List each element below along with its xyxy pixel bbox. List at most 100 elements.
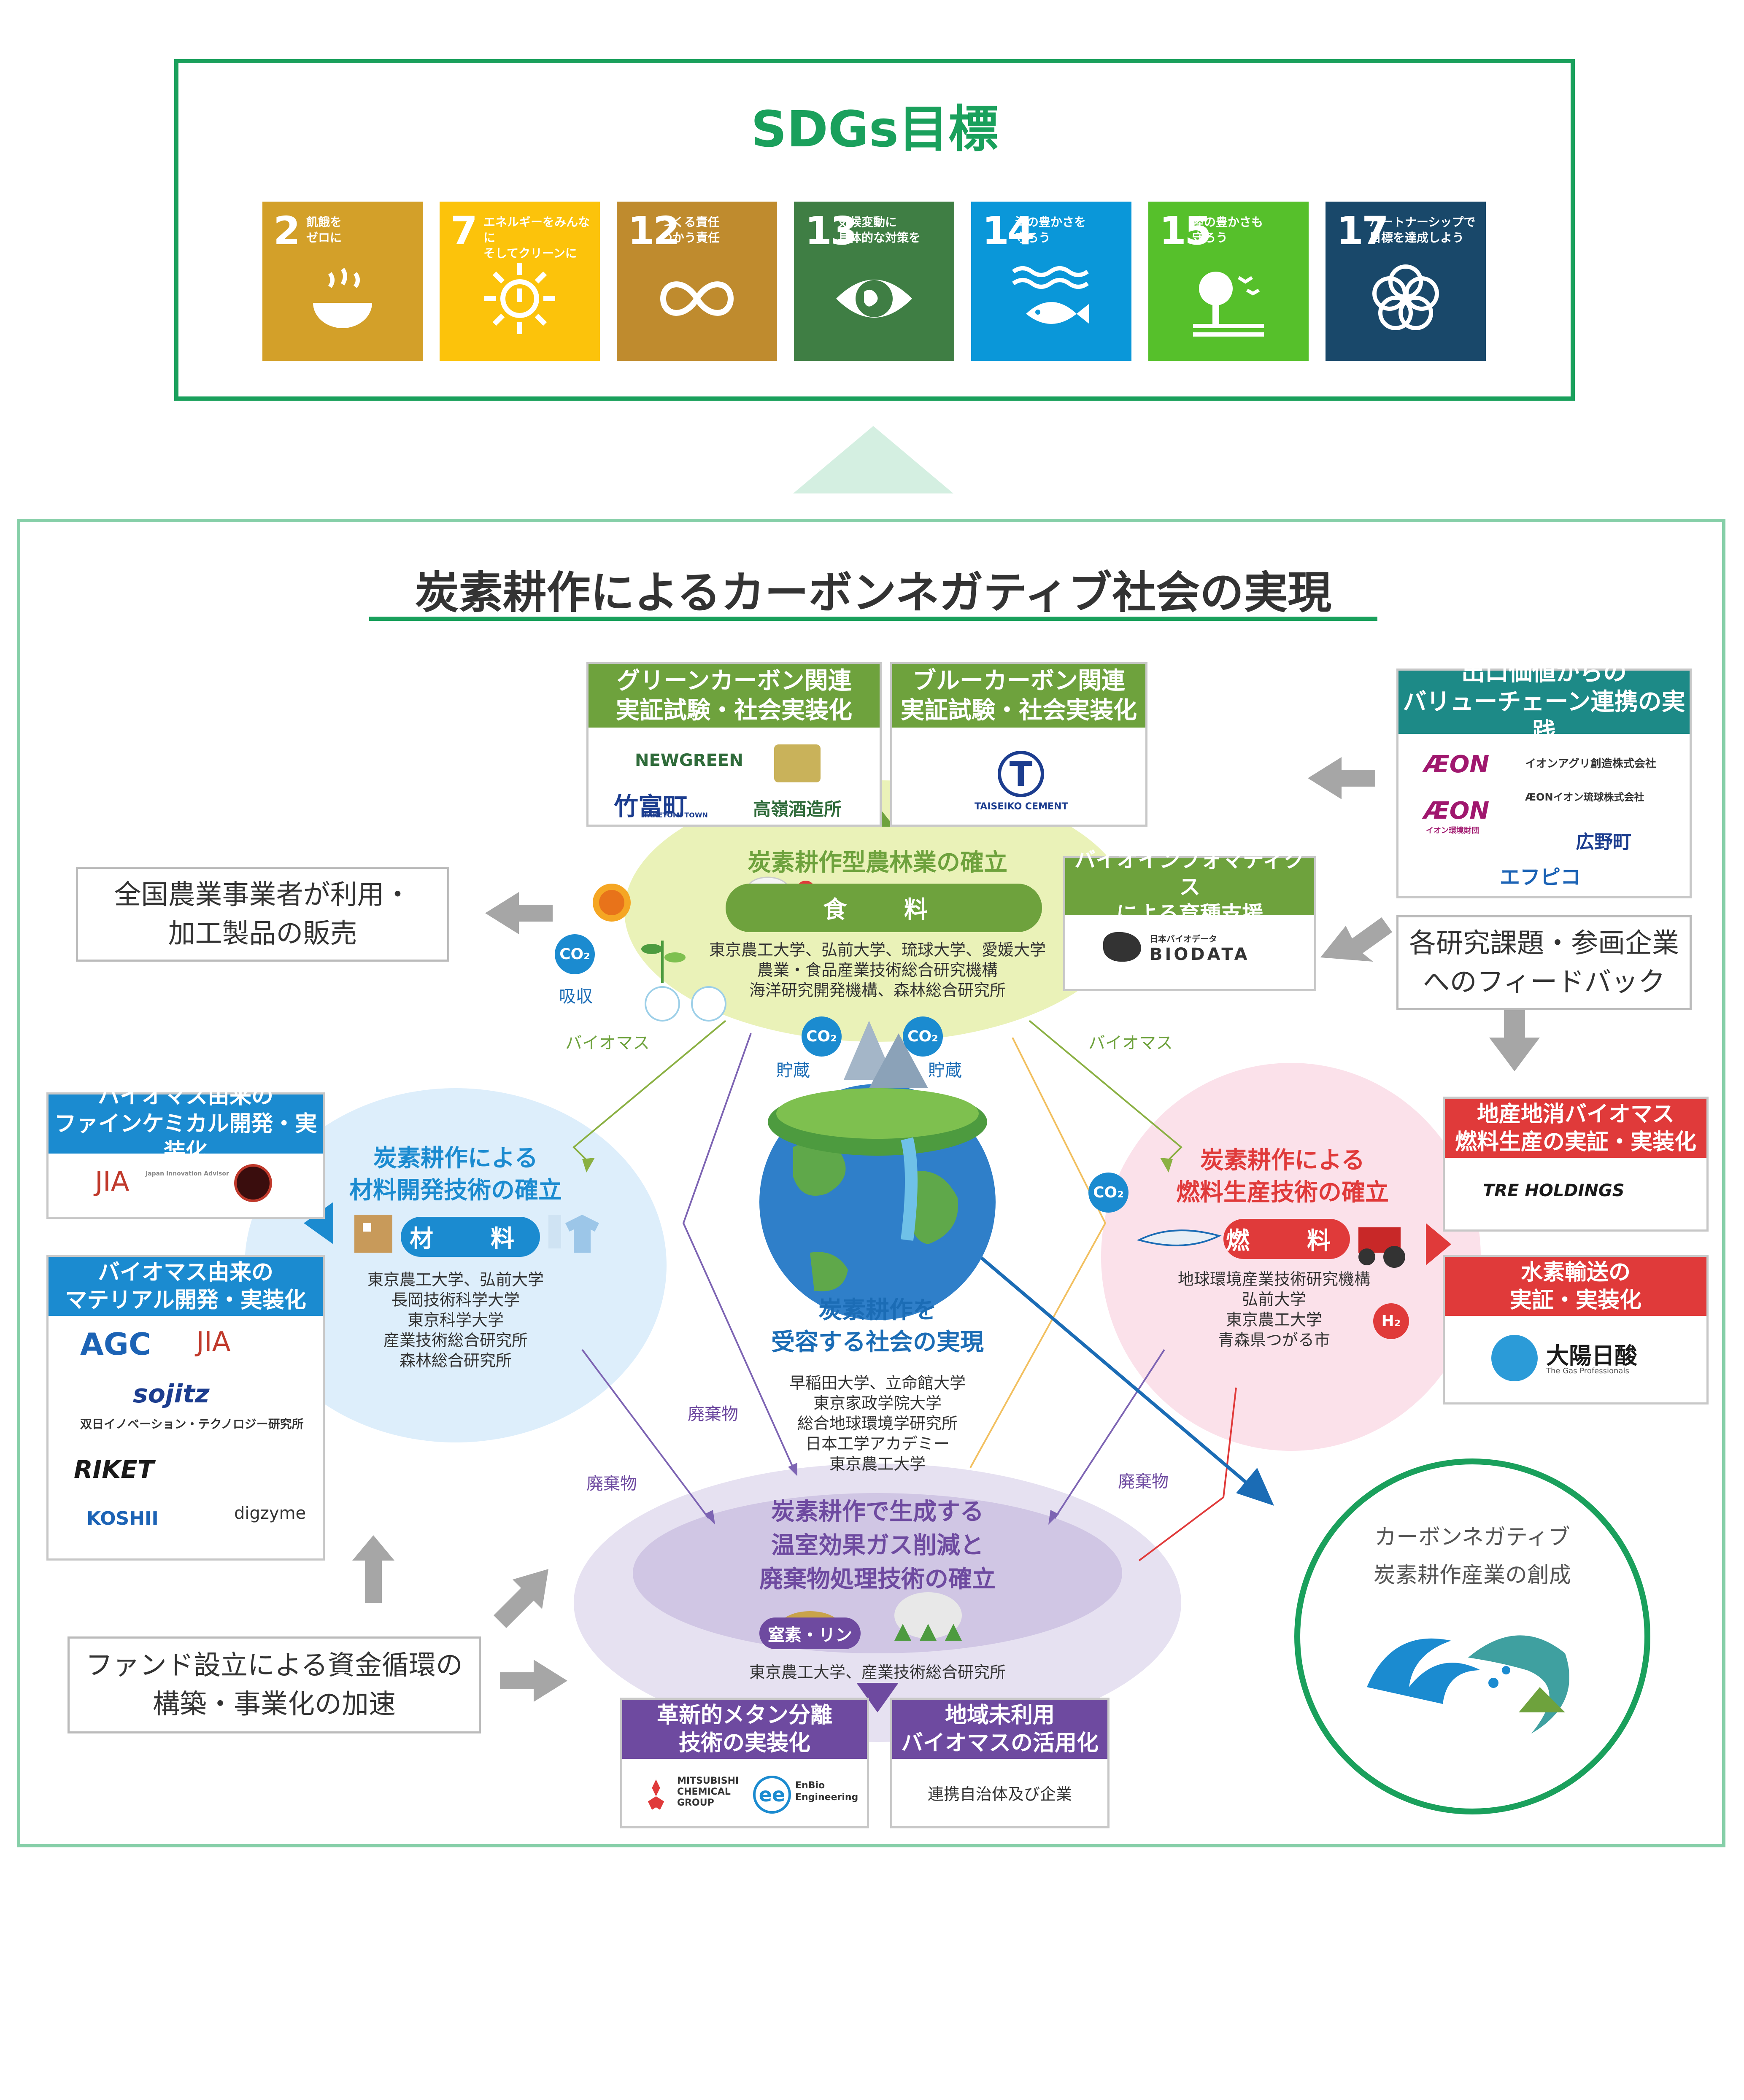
agri-return-line — [969, 1037, 1107, 1468]
value-chain-box: 出口価値からの バリューチェーン連携の実践 ÆON イオンアグリ創造株式会社 Æ… — [1396, 659, 1692, 898]
beetle-icon — [1103, 932, 1141, 962]
sdg-goal-13: 13 気候変動に 具体的な対策を — [794, 202, 954, 361]
tree-bird-icon — [1193, 272, 1264, 337]
carbon-negative-circle — [1294, 1458, 1650, 1814]
goal-label: 飢餓を ゼロに — [306, 215, 342, 245]
arrow-feedback-left — [1320, 917, 1392, 962]
taketomi-logo: 竹富町 — [614, 792, 688, 821]
fuel-icons — [1137, 1227, 1405, 1268]
hirono-logo: 広野町 — [1576, 831, 1631, 853]
sdg-goal-14: 14 海の豊かさを 守ろう — [971, 202, 1131, 361]
biodata-logo: BIODATA — [1150, 945, 1250, 964]
agri-badge: 食 料 — [823, 896, 945, 924]
partner-seal-icon — [234, 1164, 272, 1202]
goal-label: 気候変動に 具体的な対策を — [838, 215, 921, 245]
co2-badge-fuel: CO₂ — [1088, 1173, 1128, 1213]
goal-number: 15 — [1159, 208, 1212, 253]
goal-label: エネルギーをみんなに そしてクリーンに — [483, 215, 590, 260]
arrow-fund-diag — [494, 1569, 548, 1628]
mitsubishi-logo: MITSUBISHI CHEMICAL GROUP — [677, 1776, 739, 1808]
up-arrow-icon — [793, 426, 953, 493]
earth-globe-icon — [759, 1021, 996, 1320]
product-image — [774, 744, 821, 782]
h2-badge: H₂ — [1373, 1303, 1409, 1339]
material-dev-header: バイオマス由来の マテリアル開発・実装化 — [49, 1257, 323, 1316]
waste-line-left — [581, 1349, 710, 1519]
material-institutions: 東京農工大学、弘前大学 長岡技術科学大学 東京科学大学 産業技術総合研究所 森林… — [367, 1270, 544, 1370]
waste-line-center — [682, 1033, 794, 1468]
arrow-fund-right — [500, 1660, 567, 1702]
riket-logo: RIKET — [74, 1455, 154, 1484]
biomass-line-left — [572, 1020, 726, 1165]
co2-badge-store-right: CO₂ — [903, 1016, 943, 1057]
mitsubishi-icon — [648, 1779, 664, 1810]
goal-number: 2 — [273, 208, 300, 253]
taiyo-nippon-logo: 大陽日酸 — [1546, 1342, 1637, 1369]
sdg-frame — [174, 59, 1575, 401]
arrowhead-right — [1160, 1158, 1173, 1173]
biomass-label-left: バイオマス — [565, 1033, 650, 1053]
taiyo-nippon-icon — [1491, 1335, 1538, 1381]
fuel-badge-bg: 燃 料 — [1223, 1219, 1350, 1259]
goal-label: 海の豊かさを 守ろう — [1015, 215, 1086, 245]
blue-carbon-box: ブルーカーボン関連 実証試験・社会実装化 T TAISEIKO CEMENT — [890, 662, 1147, 827]
fuel-arrow — [1426, 1223, 1451, 1265]
title-underline — [369, 617, 1377, 621]
bioinfo-header: バイオインフォマティクス による育種支援 — [1065, 848, 1314, 926]
co2-badge-store-left: CO₂ — [802, 1016, 842, 1057]
agri-title: 炭素耕作型農林業の確立 — [748, 849, 1007, 876]
sdg-goal-2: 2 飢餓を ゼロに — [262, 202, 423, 361]
wave-logo-icon — [1367, 1635, 1569, 1733]
arrowhead-left — [582, 1158, 595, 1173]
plant-icon — [641, 941, 726, 1022]
goal-number: 14 — [982, 208, 1034, 253]
arrow-to-national — [485, 892, 553, 934]
aeon-ryukyu-logo: ÆONイオン琉球株式会社 — [1525, 791, 1644, 803]
goal-label: パートナーシップで 目標を達成しよう — [1369, 215, 1476, 245]
fish-icon — [1012, 266, 1089, 324]
newgreen-logo: NEWGREEN — [635, 751, 743, 770]
biomass-label-right: バイオマス — [1088, 1033, 1173, 1053]
fuel-return-line — [1138, 1387, 1237, 1561]
material-title: 炭素耕作による 材料開発技術の確立 — [349, 1145, 562, 1204]
goal-label: 陸の豊かさも 守ろう — [1192, 215, 1263, 245]
agc-logo: AGC — [80, 1326, 151, 1362]
ghg-title: 炭素耕作で生成する 温室効果ガス削減と 廃棄物処理技術の確立 — [759, 1498, 996, 1593]
arrowhead-waste-left — [705, 1510, 715, 1525]
blue-arrowhead — [1236, 1468, 1274, 1506]
blue-carbon-header: ブルーカーボン関連 実証試験・社会実装化 — [892, 664, 1145, 728]
material-arrow — [304, 1202, 333, 1244]
bioinfo-box: バイオインフォマティクス による育種支援 日本バイオデータ BIODATA — [1063, 848, 1316, 991]
sdg-goal-17: 17 パートナーシップで 目標を達成しよう — [1326, 202, 1486, 361]
ghg-badge: 窒素・リン — [759, 1617, 861, 1649]
aeon-logo: ÆON — [1424, 751, 1490, 778]
goal-number: 13 — [805, 208, 857, 253]
enbio-logo: EnBio Engineering — [795, 1780, 859, 1803]
society-title: 炭素耕作を 受容する社会の実現 — [771, 1297, 984, 1356]
society-institutions: 早稲田大学、立命館大学 東京家政学院大学 総合地球環境学研究所 日本工学アカデミ… — [789, 1374, 966, 1473]
waste-label-right: 廃棄物 — [1118, 1472, 1169, 1491]
jia-logo: JIA — [95, 1166, 130, 1197]
local-biomass-header: 地産地消バイオマス 燃料生産の実証・実装化 — [1445, 1099, 1706, 1158]
green-carbon-box: グリーンカーボン関連 実証試験・社会実装化 NEWGREEN 竹富町 TAKET… — [586, 662, 882, 827]
biodata-logo-jp: 日本バイオデータ — [1150, 934, 1217, 944]
absorb-label: 吸収 — [559, 987, 593, 1006]
store-label-right: 貯蔵 — [928, 1061, 962, 1080]
rings-icon — [1372, 264, 1439, 330]
goal-label: つくる責任 つかう責任 — [661, 215, 720, 245]
fpco-logo: エフピコ — [1500, 865, 1581, 889]
aeon-agri-logo: イオンアグリ創造株式会社 — [1525, 758, 1656, 770]
sdg-goal-15: 15 陸の豊かさも 守ろう — [1148, 202, 1309, 361]
ghg-down-arrow — [856, 1683, 899, 1712]
local-biomass-box: 地産地消バイオマス 燃料生産の実証・実装化 TRE HOLDINGS — [1443, 1097, 1709, 1232]
store-label-left: 貯蔵 — [776, 1061, 810, 1080]
jia-logo-2: JIA — [196, 1326, 231, 1358]
unused-biomass-box: 地域未利用 バイオマスの活用化 連携自治体及び企業 — [890, 1698, 1110, 1828]
co2-badge-absorb: CO₂ — [555, 934, 595, 974]
hydrogen-header: 水素輸送の 実証・実装化 — [1445, 1257, 1706, 1316]
sdg-goal-12: 12 つくる責任 つかう責任 — [617, 202, 777, 361]
hydrogen-box: 水素輸送の 実証・実装化 大陽日酸 The Gas Professionals — [1443, 1255, 1709, 1404]
taiyo-nippon-sub: The Gas Professionals — [1546, 1367, 1629, 1375]
main-frame — [17, 519, 1725, 1847]
unused-biomass-header: 地域未利用 バイオマスの活用化 — [892, 1700, 1107, 1759]
